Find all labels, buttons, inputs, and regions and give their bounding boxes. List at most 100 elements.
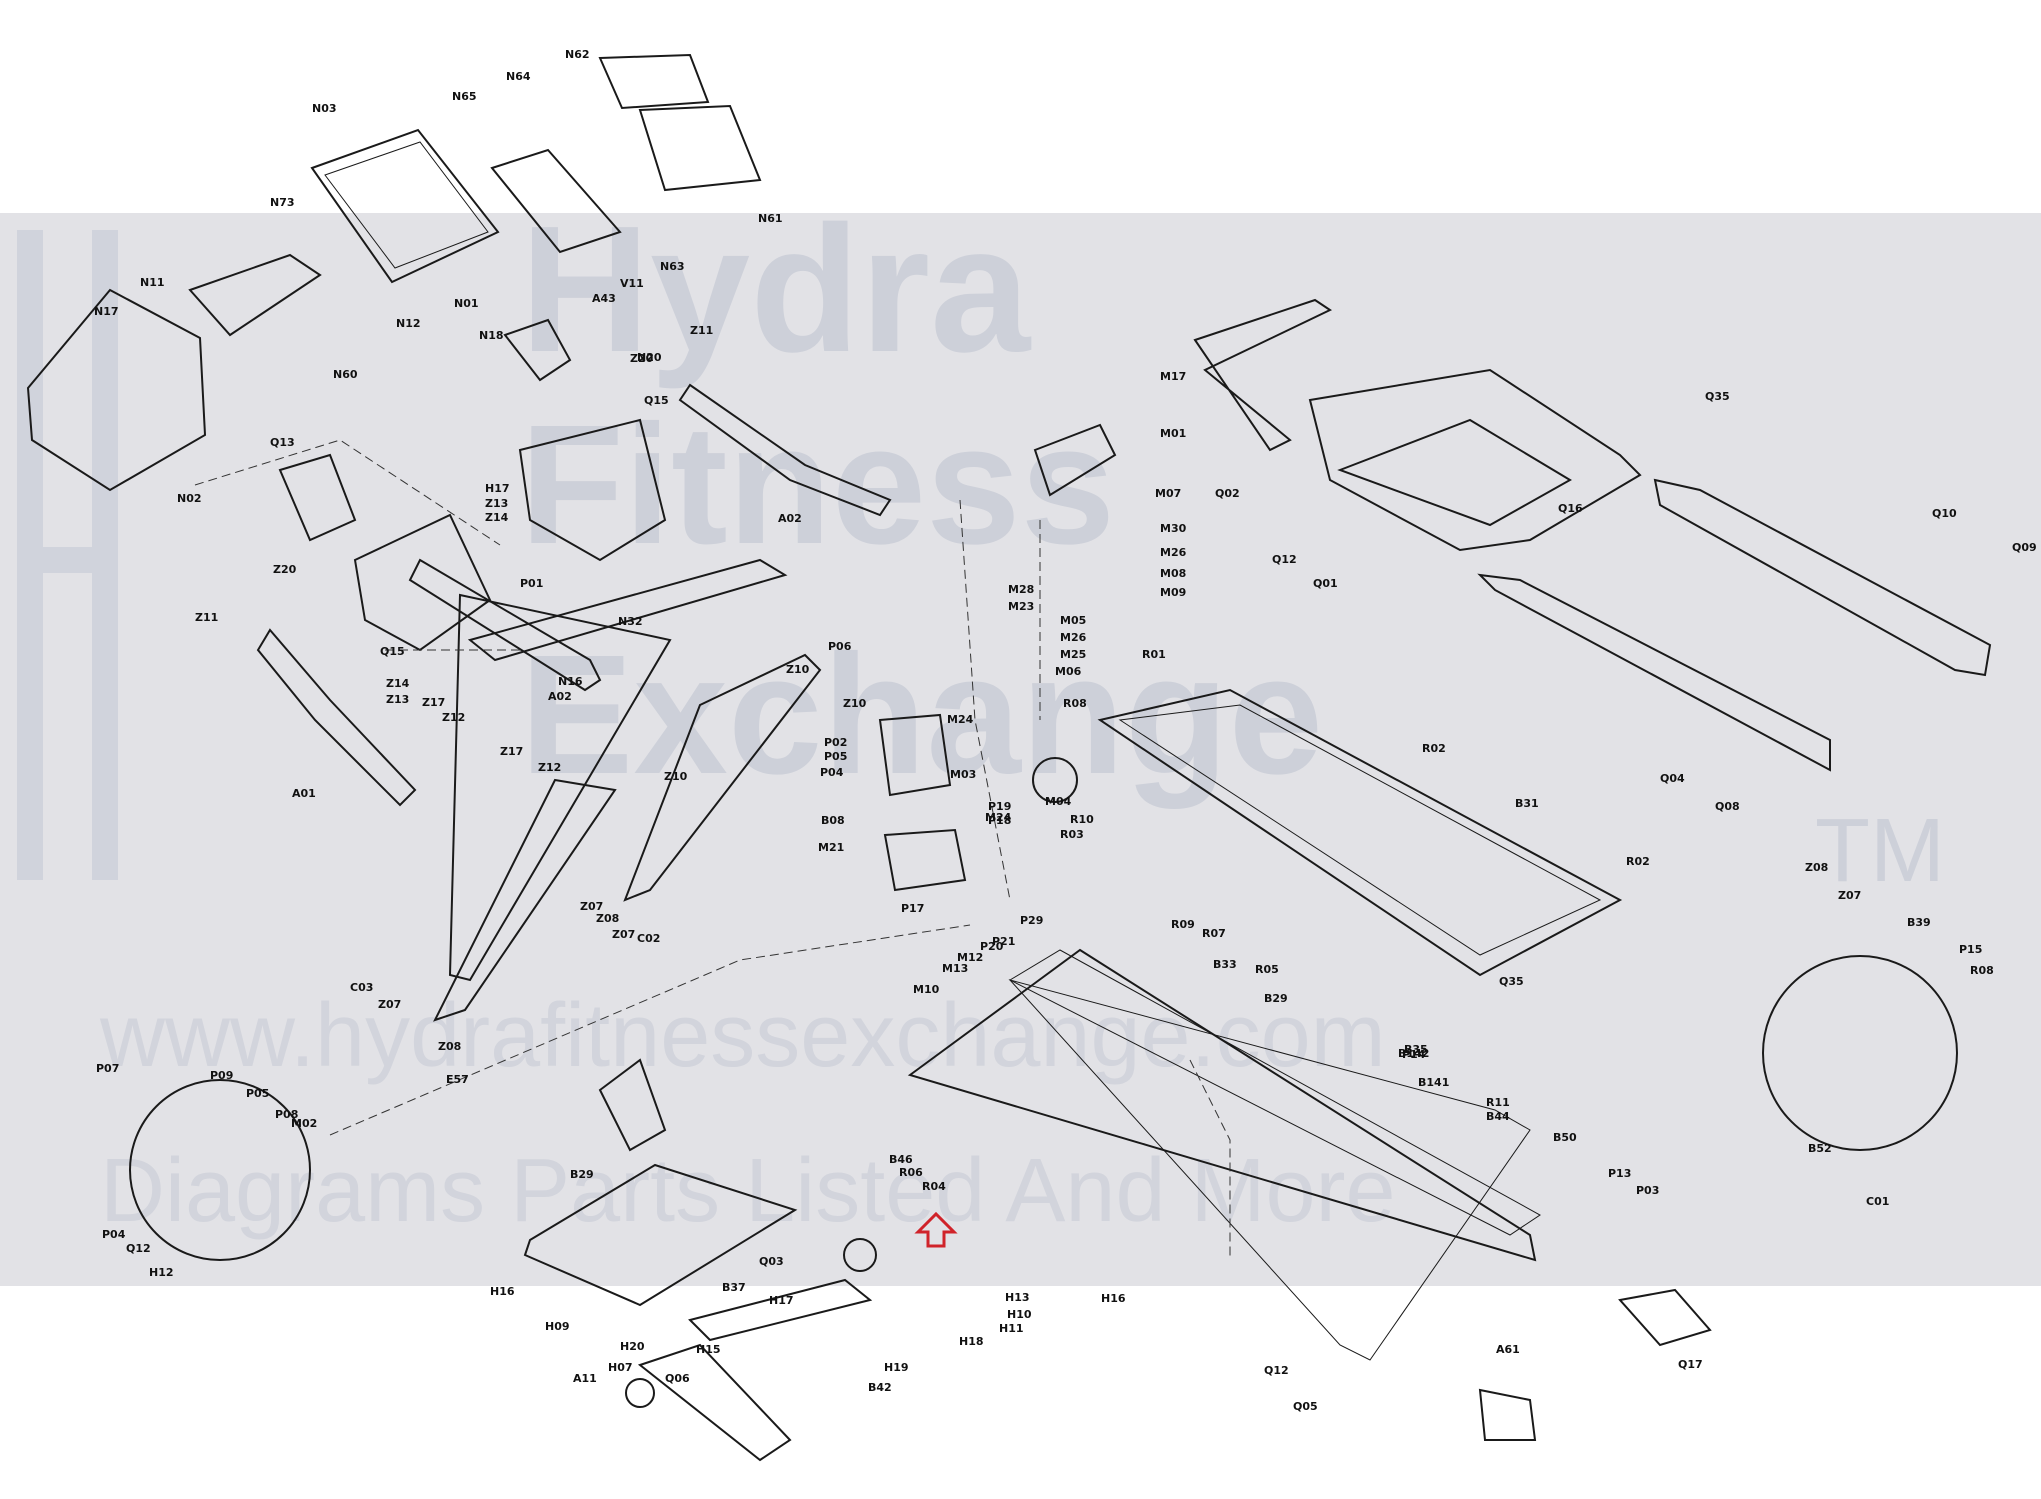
part-label: Q03	[759, 1255, 784, 1268]
part-label: E57	[446, 1073, 469, 1086]
part-label: Q01	[1313, 577, 1338, 590]
part-label: Q15	[380, 645, 405, 658]
part-label: H17	[485, 482, 510, 495]
watermark-logo-line1: Hydra	[520, 189, 1031, 390]
part-label: Q12	[126, 1242, 151, 1255]
part-label: Q04	[1660, 772, 1685, 785]
part-label: Z08	[596, 912, 619, 925]
part-label: P17	[901, 902, 924, 915]
part-label: C01	[1866, 1195, 1889, 1208]
part-label: P01	[520, 577, 543, 590]
part-label: M02	[291, 1117, 317, 1130]
part-label: P05	[246, 1087, 269, 1100]
part-label: P21	[992, 935, 1015, 948]
part-label: Z13	[386, 693, 409, 706]
part-label: N02	[177, 492, 202, 505]
part-label: R04	[922, 1180, 946, 1193]
part-label: N20	[637, 351, 662, 364]
part-label: A02	[548, 690, 572, 703]
part-label: Z07	[580, 900, 603, 913]
part-label: Z12	[538, 761, 561, 774]
part-label: P20	[980, 940, 1004, 953]
part-label: Z20	[273, 563, 297, 576]
part-label: M01	[1160, 427, 1186, 440]
part-label: H16	[1101, 1292, 1126, 1305]
part-label: N11	[140, 276, 165, 289]
part-label: Z13	[485, 497, 508, 510]
part-label: R08	[1970, 964, 1994, 977]
part-label: H12	[149, 1266, 174, 1279]
part-label: P06	[828, 640, 852, 653]
part-label: P03	[1636, 1184, 1659, 1197]
watermark-tagline: Diagrams Parts Listed And More	[100, 1141, 1396, 1241]
part-label: R03	[1060, 828, 1084, 841]
part-label: B29	[1264, 992, 1288, 1005]
part-label: H19	[884, 1361, 909, 1374]
part-label: B35	[1404, 1043, 1428, 1056]
part-label: V11	[620, 277, 644, 290]
part-label: B08	[821, 814, 845, 827]
part-label: N16	[558, 675, 583, 688]
callout-lines	[194, 439, 1231, 1260]
part-label: P29	[1020, 914, 1043, 927]
part-label: Z14	[386, 677, 410, 690]
part-label: N17	[94, 305, 119, 318]
part-label: Q12	[1272, 553, 1297, 566]
part-label: N01	[454, 297, 479, 310]
part-label: M26	[1160, 546, 1187, 559]
part-label: B46	[889, 1153, 913, 1166]
part-label: M08	[1160, 567, 1186, 580]
highlight-arrow-icon	[914, 1211, 958, 1248]
part-label: R11	[1486, 1096, 1510, 1109]
part-label: Z10	[664, 770, 688, 783]
watermark-h-mark	[17, 230, 118, 880]
part-label: B31	[1515, 797, 1539, 810]
part-label: M05	[1060, 614, 1086, 627]
part-label: M25	[1060, 648, 1086, 661]
part-label: P07	[96, 1062, 119, 1075]
part-label: M24	[985, 811, 1012, 824]
part-label: Z11	[195, 611, 218, 624]
part-label: R05	[1255, 963, 1279, 976]
part-label: M07	[1155, 487, 1181, 500]
part-label: N12	[396, 317, 421, 330]
part-label: R10	[1070, 813, 1094, 826]
part-label: Z07	[378, 998, 401, 1011]
part-label: M30	[1160, 522, 1187, 535]
part-label: M06	[1055, 665, 1082, 678]
part-label: N64	[506, 70, 531, 83]
part-label: R02	[1626, 855, 1650, 868]
part-label: P05	[824, 750, 847, 763]
watermark-url: www.hydrafitnessexchange.com	[100, 986, 1386, 1086]
watermark-logo-line2: Fitness	[520, 390, 1116, 580]
part-label: A43	[592, 292, 616, 305]
part-label: P19	[988, 800, 1011, 813]
part-label: M24	[947, 713, 974, 726]
part-label: N32	[618, 615, 643, 628]
part-label: Q10	[1932, 507, 1957, 520]
part-label: M04	[1045, 795, 1072, 808]
part-label: Q35	[1499, 975, 1524, 988]
part-label: Q12	[1264, 1364, 1289, 1377]
part-label: C03	[350, 981, 373, 994]
part-label: H13	[1005, 1291, 1030, 1304]
part-label: A11	[573, 1372, 597, 1385]
part-label: Q08	[1715, 800, 1740, 813]
part-label: H18	[959, 1335, 984, 1348]
part-label: P09	[210, 1069, 233, 1082]
part-label: B33	[1213, 958, 1237, 971]
part-label: N62	[565, 48, 590, 61]
part-label: P18	[988, 814, 1011, 827]
part-label: B52	[1808, 1142, 1832, 1155]
part-label: H11	[999, 1322, 1024, 1335]
part-label: H09	[545, 1320, 570, 1333]
part-label: Z07	[612, 928, 635, 941]
part-label: H07	[608, 1361, 633, 1374]
part-label: Z10	[843, 697, 867, 710]
part-label: H10	[1007, 1308, 1032, 1321]
part-label: Z08	[1805, 861, 1828, 874]
part-label: R09	[1171, 918, 1195, 931]
part-label: N65	[452, 90, 477, 103]
